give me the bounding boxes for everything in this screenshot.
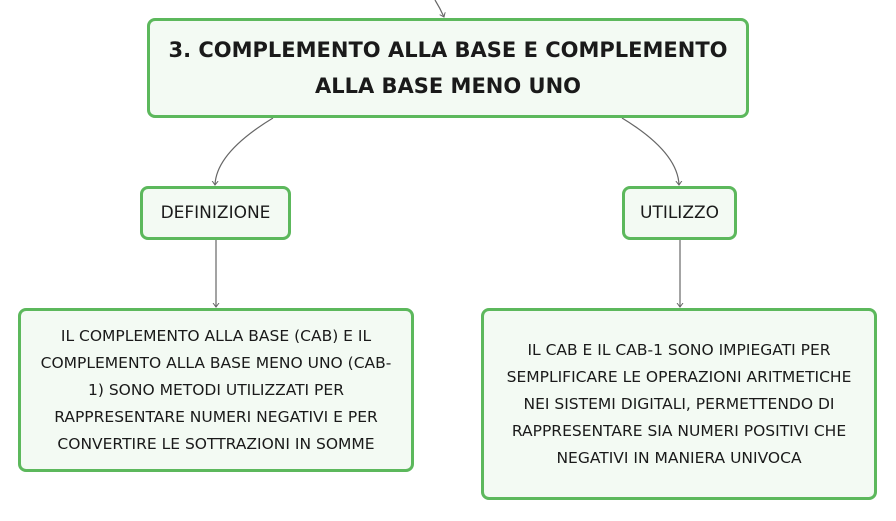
utilizzo-text-line: RAPPRESENTARE SIA NUMERI POSITIVI CHE [511, 421, 847, 440]
definizione-text-node[interactable]: IL COMPLEMENTO ALLA BASE (CAB) E IL COMP… [18, 308, 414, 472]
connector-root-to-utilizzo [621, 117, 679, 185]
utilizzo-text-line: IL CAB E IL CAB-1 SONO IMPIEGATI PER [527, 340, 831, 359]
definizione-text-line: COMPLEMENTO ALLA BASE MENO UNO (CAB- [40, 353, 392, 372]
utilizzo-text-line: NEGATIVI IN MANIERA UNIVOCA [556, 448, 802, 467]
definizione-text-line: CONVERTIRE LE SOTTRAZIONI IN SOMME [57, 434, 375, 453]
utilizzo-label: UTILIZZO [640, 203, 719, 223]
connector-root-to-definizione [215, 117, 274, 185]
definizione-text-line: 1) SONO METODI UTILIZZATI PER [88, 380, 344, 399]
utilizzo-text-node[interactable]: IL CAB E IL CAB-1 SONO IMPIEGATI PER SEM… [481, 308, 877, 500]
root-topic-line-1: 3. COMPLEMENTO ALLA BASE E COMPLEMENTO [168, 38, 728, 62]
definizione-text: IL COMPLEMENTO ALLA BASE (CAB) E IL COMP… [41, 323, 392, 458]
utilizzo-text-line: SEMPLIFICARE LE OPERAZIONI ARITMETICHE [506, 367, 852, 386]
root-topic-node[interactable]: 3. COMPLEMENTO ALLA BASE E COMPLEMENTO A… [147, 18, 749, 118]
utilizzo-text: IL CAB E IL CAB-1 SONO IMPIEGATI PER SEM… [507, 337, 852, 472]
definizione-node[interactable]: DEFINIZIONE [140, 186, 291, 240]
utilizzo-node[interactable]: UTILIZZO [622, 186, 737, 240]
connector-incoming-root [434, 0, 444, 17]
root-topic-line-2: ALLA BASE MENO UNO [314, 74, 582, 98]
definizione-label: DEFINIZIONE [160, 203, 271, 223]
root-topic-label: 3. COMPLEMENTO ALLA BASE E COMPLEMENTO A… [168, 32, 727, 104]
utilizzo-text-line: NEI SISTEMI DIGITALI, PERMETTENDO DI [523, 394, 835, 413]
definizione-text-line: RAPPRESENTARE NUMERI NEGATIVI E PER [54, 407, 378, 426]
definizione-text-line: IL COMPLEMENTO ALLA BASE (CAB) E IL [60, 326, 372, 345]
